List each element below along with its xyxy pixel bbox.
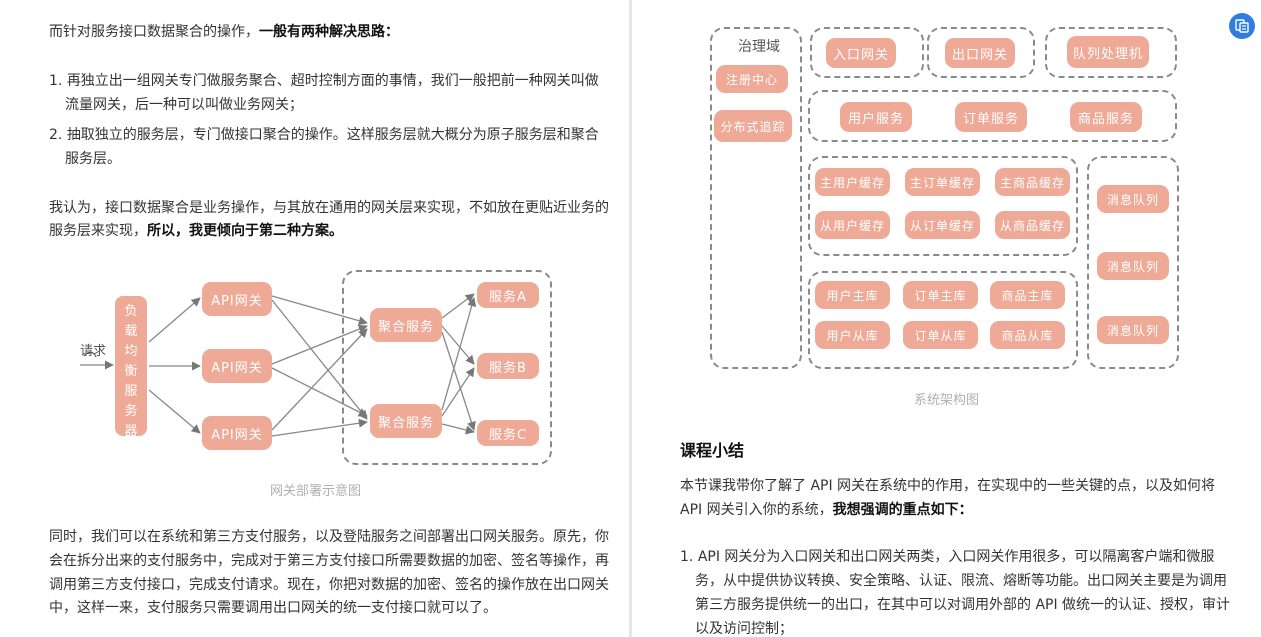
list-item: 1. 再独立出一组网关专门做服务聚合、超时控制方面的事情，我们一般把前一种网关叫… — [49, 69, 599, 93]
right-page: 治理域 注册中心 分布式追踪 入口网关 出口网关 队列处理机 用户服务 订单服务… — [632, 0, 1261, 637]
list-item: 2. 抽取独立的服务层，专门做接口聚合的操作。这样服务层就大概分为原子服务层和聚… — [49, 123, 599, 147]
registry-box: 注册中心 — [716, 65, 788, 93]
lb-char: 务 — [124, 404, 138, 419]
governance-title: 治理域 — [738, 39, 780, 55]
egress-gateway-box: 出口网关 — [945, 38, 1015, 68]
paragraph-line: 调用第三方支付接口，完成支付请求。现在，你把对数据的加密、签名的操作放在出口网关 — [49, 577, 609, 593]
opinion-line: 服务层来实现，所以，我更倾向于第二种方案。 — [49, 219, 343, 243]
page-divider — [629, 0, 632, 637]
queue-processor-box: 队列处理机 — [1067, 36, 1149, 68]
master-db-box: 商品主库 — [990, 281, 1065, 309]
list-line: 再独立出一组网关专门做服务聚合、超时控制方面的事情，我们一般把前一种网关叫做 — [66, 73, 599, 89]
intro-bold: 一般有两种解决思路： — [259, 24, 399, 40]
slave-cache-box: 从订单缓存 — [905, 211, 980, 239]
point-line: API 网关分为入口网关和出口网关两类，入口网关作用很多，可以隔离客户端和微服 — [697, 549, 1215, 565]
master-db-box: 用户主库 — [815, 281, 890, 309]
gateway-diagram-lines — [80, 293, 477, 437]
product-service-box: 商品服务 — [1070, 102, 1142, 132]
queue-layer — [1087, 156, 1179, 369]
slave-db-box: 商品从库 — [990, 321, 1065, 349]
diagram-caption: 网关部署示意图 — [270, 484, 362, 499]
point-number: 1. — [680, 549, 694, 565]
cache-layer — [808, 156, 1078, 256]
opinion-bold: 所以，我更倾向于第二种方案。 — [147, 223, 343, 239]
list-number: 2. — [49, 127, 63, 143]
summary-heading: 课程小结 — [680, 441, 745, 460]
message-queue-box: 消息队列 — [1097, 316, 1169, 344]
aggregation-service-box: 聚合服务 — [370, 404, 442, 438]
ingress-gateway-group — [810, 27, 924, 78]
opinion-normal: 服务层来实现， — [49, 223, 147, 239]
api-gateway-box: API网关 — [202, 282, 272, 316]
document-translate-icon[interactable] — [1229, 13, 1255, 39]
summary-bold: 我想强调的重点如下： — [832, 502, 973, 518]
document-icon-glyph — [1235, 19, 1249, 33]
lb-char: 均 — [124, 344, 138, 359]
arch-caption: 系统架构图 — [914, 393, 980, 408]
point-item: 1. API 网关分为入口网关和出口网关两类，入口网关作用很多，可以隔离客户端和… — [680, 545, 1214, 569]
service-layer-boundary — [342, 270, 552, 465]
lb-char: 器 — [124, 424, 138, 439]
load-balancer-box: 负 载 均 衡 服 务 器 — [115, 296, 147, 439]
summary-normal: API 网关引入你的系统， — [680, 502, 833, 518]
list-number: 1. — [49, 73, 63, 89]
lb-char: 载 — [124, 324, 138, 339]
service-box: 服务A — [477, 282, 539, 308]
service-layer — [808, 90, 1177, 142]
order-service-box: 订单服务 — [955, 102, 1027, 132]
tracing-box: 分布式追踪 — [714, 110, 792, 142]
aggregation-service-box: 聚合服务 — [370, 308, 442, 342]
database-layer — [808, 271, 1078, 369]
opinion-line: 我认为，接口数据聚合是业务操作，与其放在通用的网关层来实现，不如放在更贴近业务的 — [49, 200, 609, 216]
slave-cache-box: 从用户缓存 — [815, 211, 890, 239]
service-box: 服务B — [477, 353, 539, 379]
list-line: 服务层。 — [65, 151, 121, 167]
api-gateway-box: API网关 — [202, 349, 272, 383]
slave-db-box: 订单从库 — [903, 321, 978, 349]
message-queue-box: 消息队列 — [1097, 252, 1169, 280]
list-line: 流量网关，后一种可以叫做业务网关； — [65, 97, 303, 113]
master-db-box: 订单主库 — [903, 281, 978, 309]
service-box: 服务C — [477, 420, 539, 446]
slave-cache-box: 从商品缓存 — [995, 211, 1070, 239]
intro-text: 而针对服务接口数据聚合的操作，一般有两种解决思路： — [49, 20, 399, 44]
lb-char: 服 — [124, 384, 138, 399]
point-line: 第三方服务提供统一的出口，在其中可以对调用外部的 API 做统一的认证、授权，审… — [695, 597, 1231, 613]
queue-processor-group — [1045, 27, 1177, 78]
point-line: 务，从中提供协议转换、安全策略、认证、限流、熔断等功能。出口网关主要是为调用 — [695, 573, 1227, 589]
user-service-box: 用户服务 — [840, 102, 912, 132]
intro-normal: 而针对服务接口数据聚合的操作， — [49, 24, 259, 40]
egress-gateway-group — [927, 27, 1035, 78]
left-page: 而针对服务接口数据聚合的操作，一般有两种解决思路： 1. 再独立出一组网关专门做… — [0, 0, 629, 637]
slave-db-box: 用户从库 — [815, 321, 890, 349]
master-cache-box: 主用户缓存 — [815, 168, 890, 196]
summary-line: API 网关引入你的系统，我想强调的重点如下： — [680, 498, 973, 522]
request-label: 请求 — [80, 344, 107, 359]
ingress-gateway-box: 入口网关 — [826, 38, 896, 68]
master-cache-box: 主订单缓存 — [905, 168, 980, 196]
paragraph-line: 会在拆分出来的支付服务中，完成对于第三方支付接口所需要数据的加密、签名等操作，再 — [49, 553, 609, 569]
list-line: 抽取独立的服务层，专门做接口聚合的操作。这样服务层就大概分为原子服务层和聚合 — [66, 127, 599, 143]
summary-line: 本节课我带你了解了 API 网关在系统中的作用，在实现中的一些关键的点，以及如何… — [680, 478, 1216, 494]
lb-char: 衡 — [124, 364, 138, 379]
api-gateway-box: API网关 — [202, 416, 272, 450]
lb-char: 负 — [124, 304, 138, 319]
message-queue-box: 消息队列 — [1097, 185, 1169, 213]
governance-domain — [710, 27, 802, 369]
point-line: 以及访问控制； — [695, 621, 793, 637]
paragraph-line: 中，这样一来，支付服务只需要调用出口网关的统一支付接口就可以了。 — [49, 600, 497, 616]
paragraph-line: 同时，我们可以在系统和第三方支付服务，以及登陆服务之间部署出口网关服务。原先，你 — [49, 529, 609, 545]
master-cache-box: 主商品缓存 — [995, 168, 1070, 196]
